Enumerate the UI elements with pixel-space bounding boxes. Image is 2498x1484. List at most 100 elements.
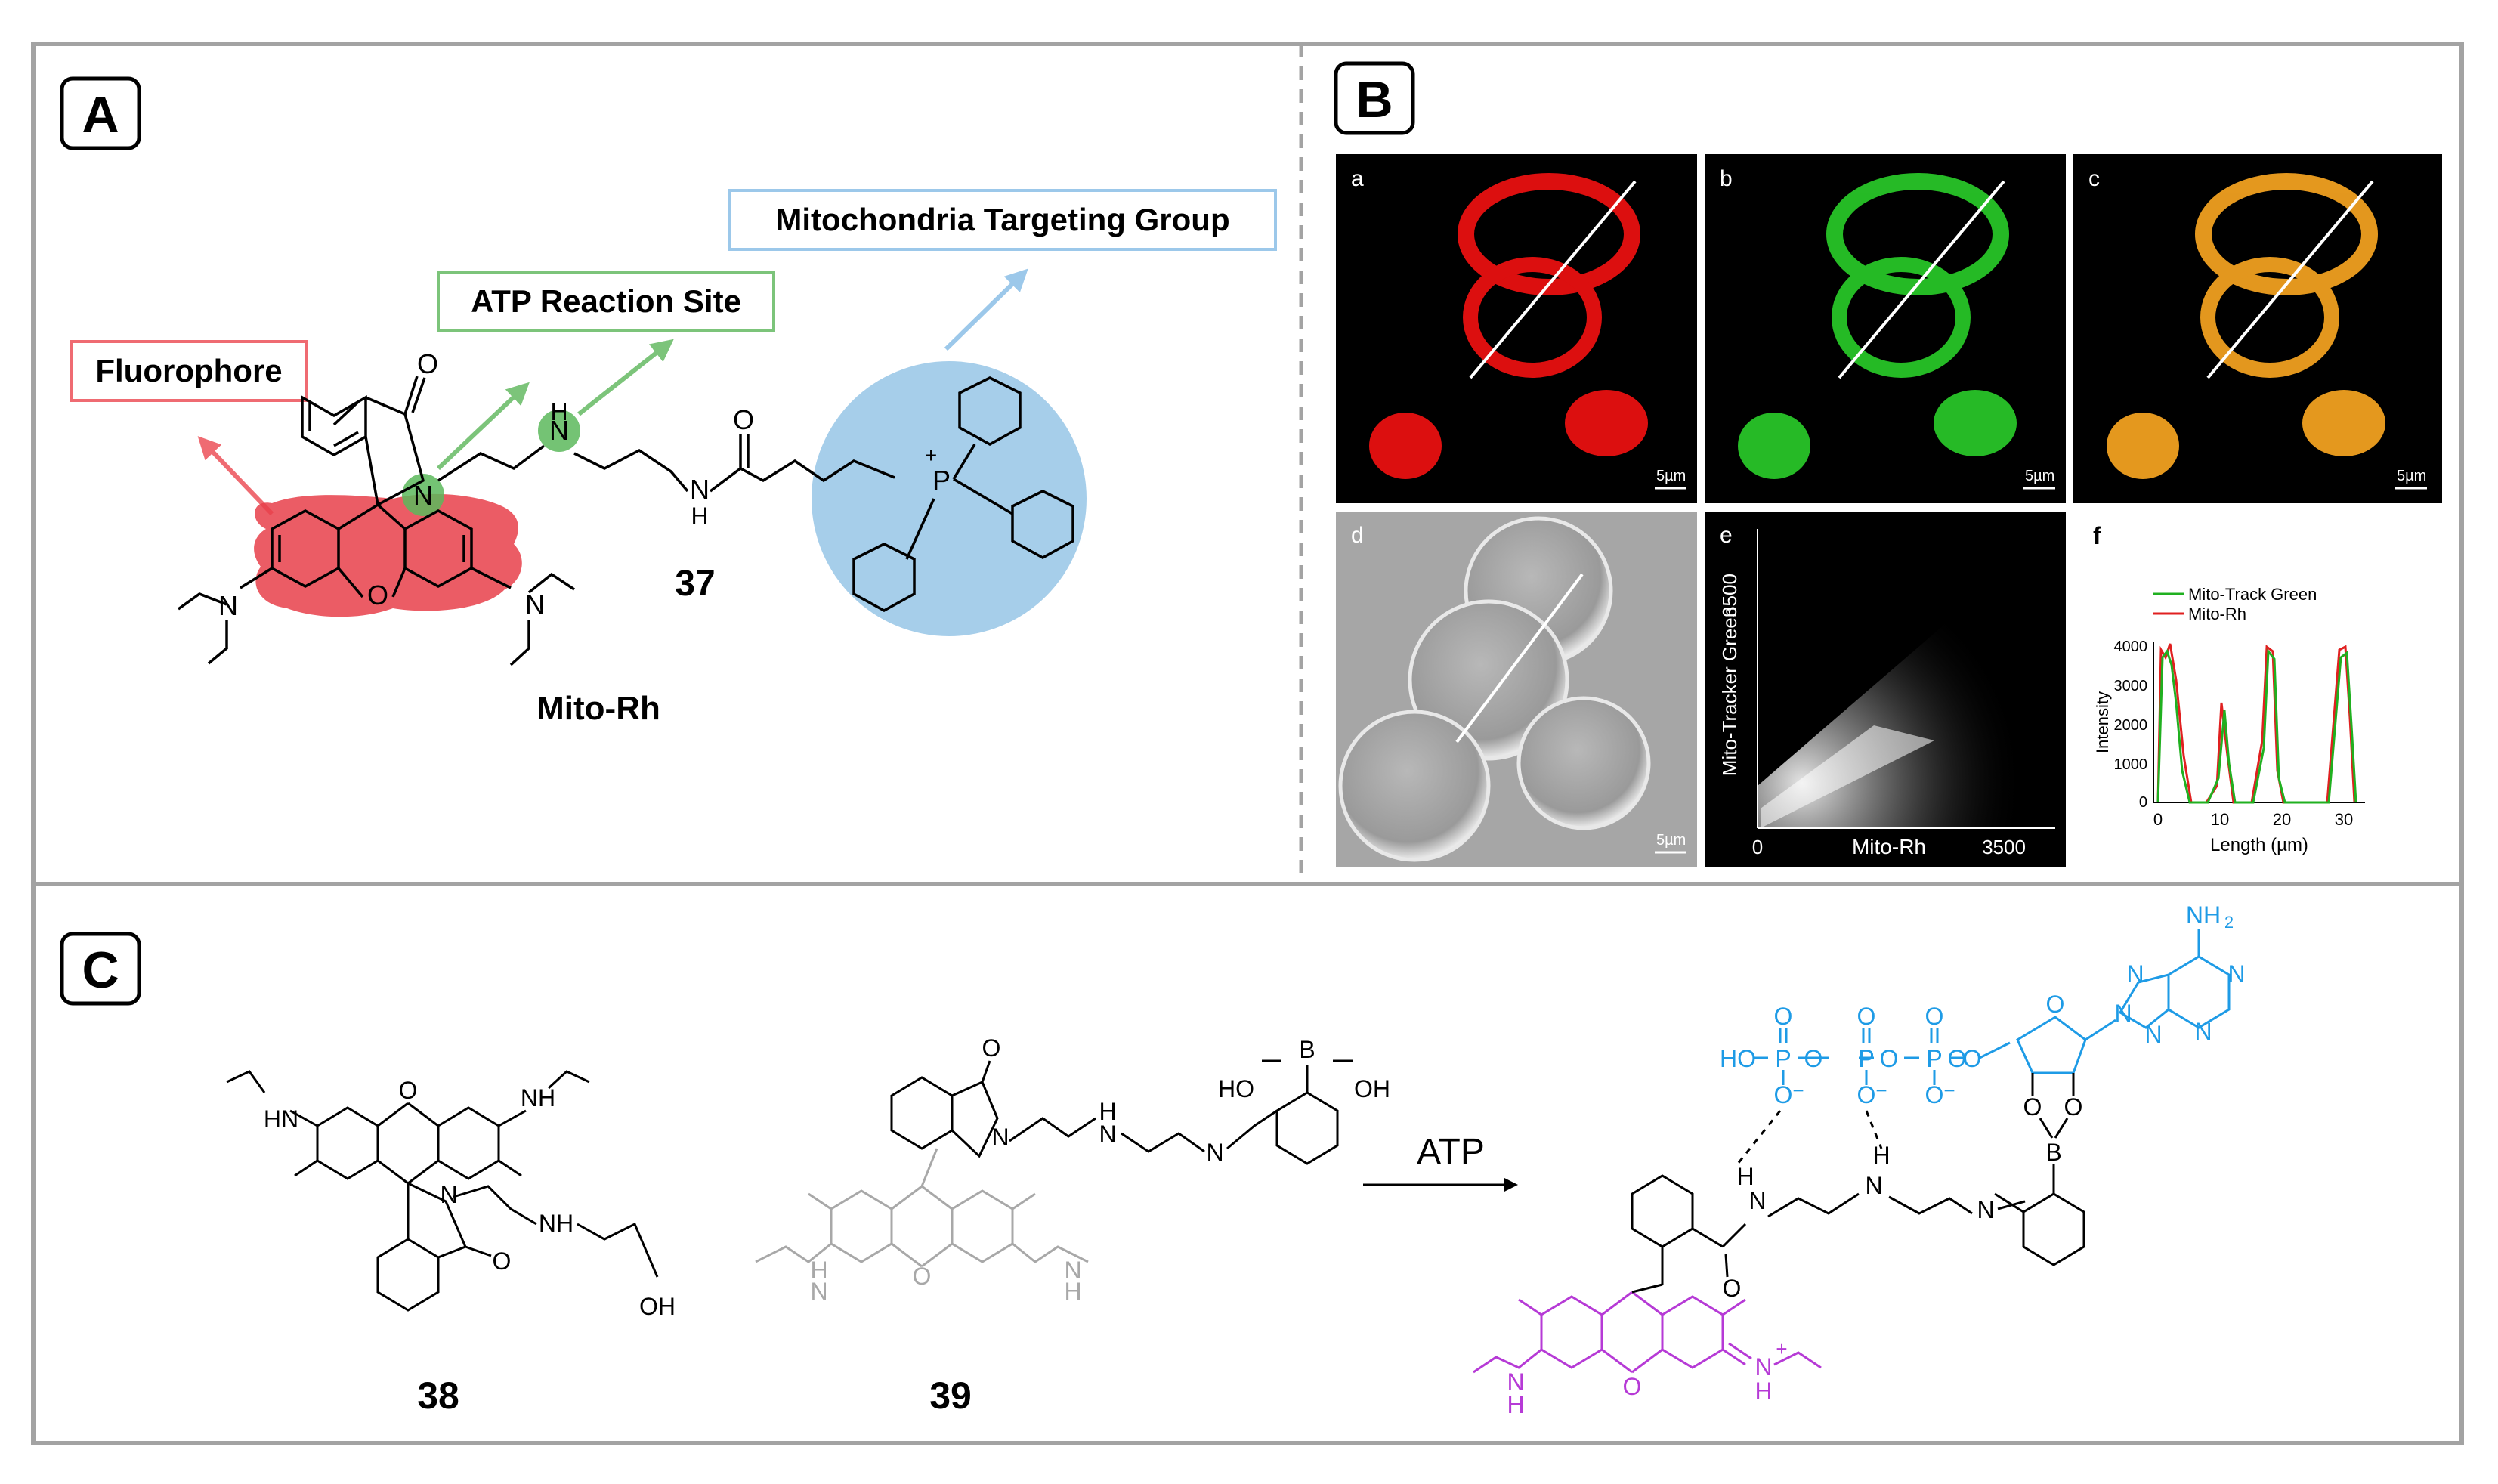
svg-text:N: N [2126,960,2144,988]
figure-border [31,42,2464,1445]
svg-text:N: N [218,590,238,621]
panel-a-letter: A [82,86,119,144]
svg-text:+: + [1776,1337,1787,1360]
atp-site-arrow-1 [436,382,530,471]
rhodamine-product [1473,1291,1822,1374]
mito-rh-structure [177,376,1074,666]
svg-text:O: O [1857,1081,1876,1108]
svg-text:2000: 2000 [2114,717,2148,734]
atp-n-highlight-1 [402,474,444,516]
svg-text:O: O [733,404,754,435]
svg-text:HO: HO [1720,1045,1756,1072]
svg-text:N: N [1977,1196,1994,1223]
scatter-xlabel: Mito-Rh [1852,835,1926,858]
svg-text:O: O [1774,1081,1793,1108]
mito-group-label: Mitochondria Targeting Group [775,202,1229,237]
svg-text:5µm: 5µm [1656,832,1686,849]
microscopy-image-b: b 5µm [1705,154,2066,503]
boronate-atoms: O O B [2023,1093,2083,1166]
svg-text:B: B [1299,1036,1315,1063]
svg-text:H: H [1064,1278,1081,1305]
svg-text:N: N [1507,1368,1524,1396]
rhodamine-atoms: O N H N H + [1507,1337,1787,1418]
svg-text:NH: NH [2186,901,2221,929]
svg-text:N: N [549,415,569,446]
fluorophore-box [70,340,308,402]
svg-text:P: P [1858,1045,1874,1072]
svg-text:f: f [2093,522,2101,549]
svg-text:NH: NH [521,1084,555,1111]
product-linker [1631,1174,2026,1285]
microscopy-image-d: d 5µm [1336,512,1697,867]
svg-text:OH: OH [639,1293,676,1320]
svg-text:N: N [2227,960,2245,988]
svg-text:0: 0 [2153,810,2163,829]
svg-text:H: H [810,1257,827,1284]
microscopy-image-a: a 5µm [1336,154,1697,503]
svg-text:Intensity: Intensity [2093,691,2112,753]
atp-site-arrow-2 [577,339,674,416]
svg-text:O: O [913,1263,932,1290]
svg-text:HN: HN [264,1105,298,1133]
intensity-profile-f: f Mito-Track Green Mito-Rh 4000 3000 200… [2093,522,2365,855]
mito-group-arrow [944,268,1028,351]
svg-text:N: N [810,1278,827,1305]
svg-text:O: O [417,348,438,379]
panel-b-letter: B [1356,71,1393,128]
svg-text:a: a [1351,166,1364,191]
atp-structure [1753,929,2231,1085]
svg-text:−: − [1875,1079,1887,1102]
svg-text:N: N [1865,1172,1882,1199]
svg-text:N: N [1748,1187,1766,1214]
svg-text:NH: NH [539,1210,573,1237]
svg-text:H: H [1736,1163,1754,1190]
svg-text:H: H [1872,1142,1890,1169]
svg-text:O: O [2046,991,2065,1018]
product-linker-atoms: H N O H N N [1723,1142,1995,1302]
fluorophore-arrow [197,436,274,516]
svg-text:O: O [399,1077,418,1104]
reaction-arrow-label: ATP [1417,1132,1485,1172]
compound-38-atoms: HN NH O N O NH OH [264,1077,676,1320]
svg-text:O: O [1723,1275,1742,1302]
svg-text:5µm: 5µm [2025,468,2054,484]
panel-a: A Fluorophore ATP Reaction Site Mitochon… [60,76,1277,727]
svg-text:0: 0 [2139,794,2147,811]
svg-text:N: N [440,1181,457,1208]
svg-text:1000: 1000 [2114,756,2148,773]
microscopy-image-c: c 5µm [2073,154,2442,503]
mito-group-highlight [812,361,1087,636]
svg-text:O: O [1948,1045,1967,1072]
atp-n-highlight-2 [538,410,580,452]
compound-37-label: 37 [675,564,715,604]
svg-text:O: O [493,1247,512,1275]
svg-text:5µm: 5µm [2397,468,2426,484]
atp-site-box [437,271,775,332]
svg-text:e: e [1720,523,1733,548]
mito-group-box [728,189,1277,251]
svg-text:P: P [1926,1045,1942,1072]
svg-text:HO: HO [1218,1075,1254,1102]
svg-text:N: N [1206,1139,1223,1166]
svg-text:d: d [1351,523,1364,548]
svg-text:B: B [2045,1139,2061,1166]
svg-text:H: H [1099,1098,1116,1125]
atp-site-label: ATP Reaction Site [471,283,741,319]
scatter-ylabel: Mito-Tracker Green [1718,607,1741,776]
svg-text:10: 10 [2211,810,2229,829]
svg-text:N: N [1754,1353,1772,1380]
svg-text:N: N [1099,1121,1116,1148]
atp-atoms: NH 2 HO P O P O P O O O O O O O O − − − … [1720,901,2246,1108]
boronate-ester [1994,1073,2085,1266]
svg-text:P: P [1775,1045,1791,1072]
svg-text:5µm: 5µm [1656,468,1686,484]
compound-38-label: 38 [417,1374,459,1417]
svg-text:O: O [367,580,388,611]
svg-text:N: N [1064,1257,1081,1284]
compound-39-structure [755,1059,1353,1268]
hbond-1 [1736,1110,1782,1164]
fluorophore-highlight [254,493,522,617]
mito-rh-atom-labels: N N H N H O O O N N P + [218,348,951,621]
legend-red: Mito-Rh [2188,604,2246,623]
